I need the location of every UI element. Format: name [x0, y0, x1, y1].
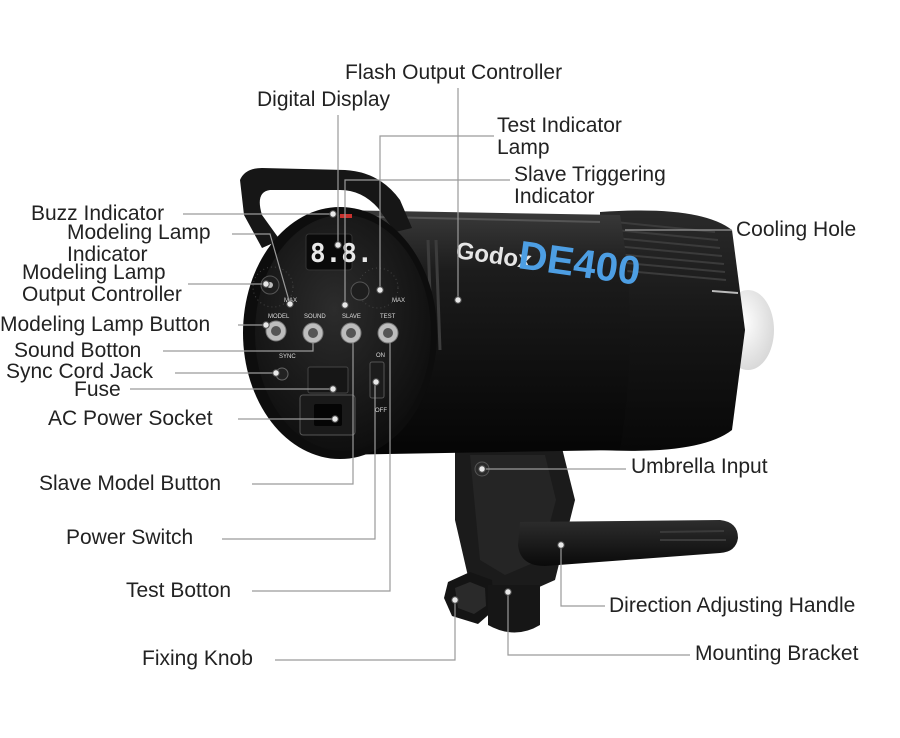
buzz-indicator-light: [340, 214, 352, 218]
label-modeling-lamp-button: Modeling Lamp Button: [0, 313, 211, 336]
sync-text: SYNC: [279, 354, 296, 360]
leader-test-indicator-lamp: [379, 135, 494, 290]
leader-fixing-knob: [275, 600, 456, 661]
label-slave-model-button: Slave Model Button: [39, 472, 222, 495]
label-cooling-hole: Cooling Hole: [736, 218, 857, 241]
model-text: MODEL: [268, 314, 290, 320]
fuse-shape: [307, 366, 349, 394]
leader-modeling-lamp-indicator: [232, 233, 291, 305]
sound-text: SOUND: [304, 314, 326, 320]
carry-handle-shape: [240, 168, 412, 248]
label-umbrella-input: Umbrella Input: [631, 455, 768, 478]
leader-slave-triggering-indicator: [344, 179, 510, 305]
test-text: TEST: [380, 314, 396, 320]
callout-dots: [262, 210, 565, 604]
label-power-switch: Power Switch: [66, 526, 194, 549]
slave-text: SLAVE: [342, 314, 361, 320]
off-text: OFF: [375, 408, 387, 414]
direction-adjusting-handle-shape: [518, 520, 738, 566]
leader-slave-model-button: [252, 342, 354, 485]
flash-output-dial: [350, 267, 399, 309]
on-text: ON: [376, 353, 385, 359]
leader-sound-botton: [163, 342, 314, 352]
label-digital-display: Digital Display: [257, 88, 391, 111]
panel-button-slave: [340, 322, 362, 344]
label-buzz-indicator: Buzz Indicator: [31, 202, 165, 225]
panel-button-test: [377, 322, 399, 344]
label-ac-power-socket: AC Power Socket: [48, 407, 213, 430]
leader-direction-adjusting-handle: [560, 545, 605, 607]
panel-button-sound: [302, 322, 324, 344]
label-slave-triggering-indicator: Slave Triggering Indicator: [514, 163, 666, 208]
label-mounting-bracket: Mounting Bracket: [695, 642, 859, 665]
label-sound-botton: Sound Botton: [14, 339, 142, 362]
label-sync-cord-jack: Sync Cord Jack: [6, 360, 154, 383]
leader-mounting-bracket: [507, 592, 690, 656]
label-direction-adjusting-handle: Direction Adjusting Handle: [609, 594, 856, 617]
panel-button-model: [265, 320, 287, 342]
fixing-knob-shape: [444, 572, 494, 624]
leader-test-botton: [252, 342, 391, 592]
label-fuse: Fuse: [74, 378, 121, 401]
label-test-indicator-lamp: Test Indicator Lamp: [497, 114, 622, 159]
leader-power-switch: [222, 382, 376, 540]
label-modeling-lamp-output-controller: Modeling Lamp Output Controller: [22, 261, 182, 306]
label-flash-output-controller: Flash Output Controller: [345, 61, 563, 84]
label-test-botton: Test Botton: [126, 579, 232, 602]
leader-lines: [130, 88, 732, 661]
label-modeling-lamp-indicator: Modeling Lamp Indicator: [67, 221, 211, 266]
max-right-text: MAX: [392, 298, 405, 304]
label-fixing-knob: Fixing Knob: [142, 647, 253, 670]
